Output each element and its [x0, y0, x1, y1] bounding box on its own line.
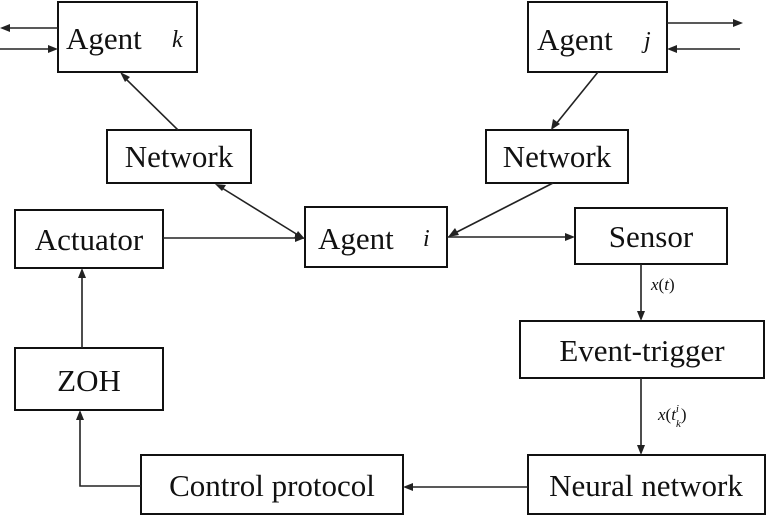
- actuator-label: Actuator: [35, 222, 144, 257]
- agent-i-block: Agent i: [304, 206, 448, 268]
- agent-j-external-out-edge: [667, 19, 743, 27]
- network-right-block: Network: [485, 129, 629, 184]
- agent-j-external-in-edge: [667, 45, 740, 53]
- state-signal-label: x(t): [650, 275, 675, 294]
- sensor-label: Sensor: [609, 219, 694, 254]
- neural-network-block: Neural network: [527, 454, 766, 515]
- sensor-block: Sensor: [574, 207, 728, 265]
- neural-network-label: Neural network: [549, 468, 743, 503]
- sensor-to-event-trigger-edge: [637, 264, 645, 321]
- network-right-to-agent-i-edge: [448, 182, 554, 237]
- agent-j-label: Agent: [537, 22, 613, 57]
- agent-k-label: Agent: [66, 21, 142, 56]
- agent-k-index: k: [172, 27, 183, 53]
- zoh-to-actuator-edge: [78, 268, 86, 348]
- control-protocol-label: Control protocol: [169, 468, 375, 503]
- network-left-agent-i-edge: [215, 184, 305, 239]
- event-trigger-block: Event-trigger: [519, 320, 765, 379]
- actuator-to-agent-i-edge: [163, 234, 305, 242]
- network-left-label: Network: [125, 139, 234, 174]
- actuator-block: Actuator: [14, 209, 164, 269]
- agent-j-block: Agent j: [527, 1, 668, 73]
- control-protocol-to-zoh-edge: [76, 410, 141, 487]
- agent-i-to-sensor-edge: [447, 233, 575, 241]
- agent-j-index: j: [641, 28, 651, 54]
- neural-network-to-control-protocol-edge: [403, 483, 528, 491]
- network-left-block: Network: [106, 129, 252, 184]
- zoh-label: ZOH: [57, 363, 121, 398]
- agent-i-label: Agent: [318, 221, 394, 256]
- agent-k-external-in-edge: [0, 45, 58, 53]
- zoh-block: ZOH: [14, 347, 164, 411]
- network-left-to-agent-k-edge: [120, 72, 179, 131]
- agent-k-external-out-edge: [0, 24, 58, 32]
- event-trigger-to-neural-network-edge: [637, 378, 645, 455]
- control-protocol-block: Control protocol: [140, 454, 404, 515]
- agent-i-index: i: [423, 226, 430, 252]
- event-trigger-label: Event-trigger: [559, 333, 725, 368]
- sampled-state-signal-label: x(tki): [657, 403, 687, 430]
- network-right-label: Network: [503, 139, 612, 174]
- agent-k-block: Agent k: [57, 1, 198, 73]
- agent-j-to-network-right-edge: [551, 71, 599, 130]
